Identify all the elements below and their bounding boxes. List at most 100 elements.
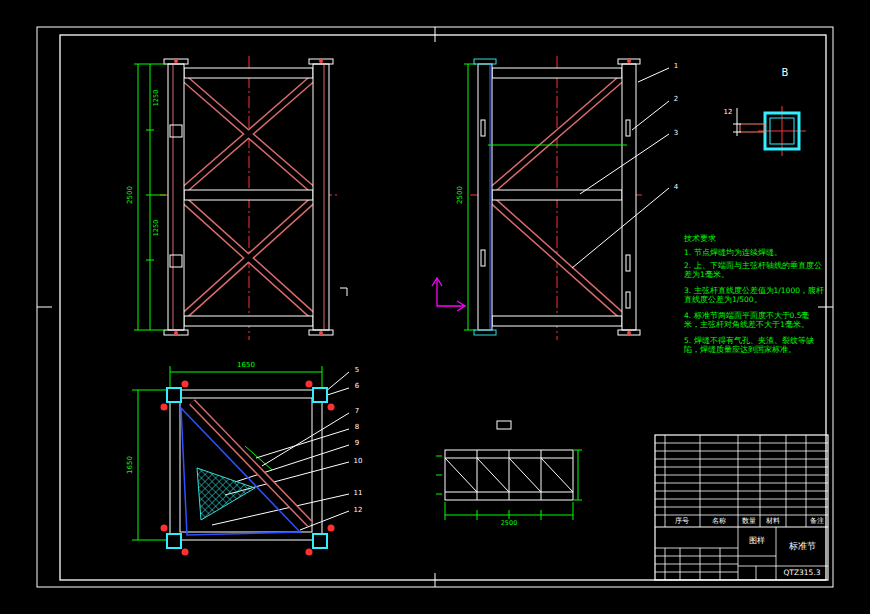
front-view-truss	[184, 316, 313, 326]
axis-icon	[432, 278, 465, 311]
dimension-text: 2500	[456, 185, 465, 205]
drawing-frame	[37, 307, 52, 308]
side-view-truss	[626, 120, 630, 136]
plan-view	[182, 549, 189, 556]
dimension-lines	[436, 494, 442, 495]
title-block	[655, 435, 828, 580]
front-view-truss	[313, 64, 329, 330]
dimension-lines	[436, 475, 442, 476]
dimension-lines	[578, 450, 579, 500]
title-block	[655, 467, 828, 468]
title-block	[738, 566, 776, 567]
dimension-lines	[134, 64, 166, 65]
front-view-truss	[164, 330, 188, 335]
callout-number: 7	[354, 407, 360, 416]
dimension-lines	[170, 372, 322, 373]
title-block	[700, 548, 701, 580]
front-view-truss	[170, 255, 182, 267]
table-cell: 图样	[748, 536, 766, 546]
section-detail	[733, 132, 741, 133]
side-view-truss	[492, 316, 622, 326]
front-view-truss	[164, 59, 188, 64]
front-view-truss	[184, 190, 313, 200]
title-block	[700, 435, 701, 527]
callout-number: 11	[353, 489, 364, 498]
callout-number: 4	[673, 183, 679, 192]
front-view-truss	[168, 64, 184, 330]
side-view-truss	[626, 255, 630, 271]
front-view-truss	[340, 288, 347, 296]
note-text: 4. 标准节两端面平面度不大于0.5毫米，主弦杆对角线差不大于1毫米。	[683, 311, 825, 330]
plan-view	[313, 534, 327, 548]
callout-number: 6	[354, 382, 360, 391]
title-block	[738, 435, 739, 527]
front-view-truss	[324, 64, 325, 330]
plan-view	[328, 404, 335, 411]
drawing-frame	[37, 27, 833, 587]
dimension-lines	[477, 510, 478, 520]
front-view-truss	[170, 125, 182, 137]
front-view-truss	[319, 59, 323, 63]
title-block	[665, 548, 666, 580]
side-view-truss	[470, 56, 645, 340]
title-block	[655, 548, 738, 549]
callout-number: 10	[353, 457, 364, 466]
side-view-truss	[474, 330, 496, 335]
dimension-lines	[436, 456, 442, 457]
drawing-frame	[37, 27, 833, 587]
side-view-truss	[492, 68, 622, 78]
plan-view	[182, 381, 189, 388]
plan-view	[306, 549, 313, 556]
leader-lines	[262, 413, 349, 466]
small-elevation	[445, 421, 573, 500]
title-block	[655, 515, 828, 516]
leader-lines	[580, 134, 669, 194]
small-elevation	[541, 450, 542, 500]
note-text: 3. 主弦杆直线度公差值为1/1000，腹杆直线度公差为1/500。	[683, 286, 825, 305]
plan-view	[161, 381, 335, 556]
dimension-lines	[134, 330, 166, 331]
section-label: B	[781, 67, 790, 80]
drawing-number: QTZ315.3	[782, 568, 821, 577]
title-block	[655, 564, 738, 565]
side-view-truss	[481, 250, 485, 266]
title-block	[655, 459, 828, 460]
leader-lines	[632, 101, 669, 130]
plan-view	[181, 408, 300, 535]
dimension-lines	[574, 500, 582, 501]
note-text: 2. 上、下端面与主弦杆轴线的垂直度公差为1毫米。	[683, 261, 825, 280]
dimension-text: 1650	[236, 361, 256, 370]
dimension-lines	[574, 450, 582, 451]
front-view-truss	[184, 78, 313, 316]
side-view-truss	[492, 190, 622, 200]
dimension-lines	[322, 366, 323, 388]
dimension-text: 12	[723, 108, 734, 117]
dimension-lines	[170, 366, 171, 388]
dimension-text: 2500	[500, 519, 519, 527]
front-view-truss	[184, 78, 313, 316]
title-block	[655, 451, 828, 452]
plan-view	[170, 390, 322, 540]
side-view-truss	[488, 145, 627, 146]
title-block	[720, 548, 721, 580]
plan-view	[167, 534, 181, 548]
front-view-truss	[173, 64, 174, 330]
dimension-lines	[146, 260, 154, 261]
plan-view	[161, 404, 168, 411]
table-cell: 数量	[741, 517, 757, 526]
leader-lines	[256, 429, 349, 458]
side-view-truss	[627, 331, 631, 335]
plan-view	[197, 468, 255, 520]
title-block	[655, 572, 738, 573]
dimension-lines	[445, 502, 446, 520]
axis-icon	[437, 278, 465, 306]
plan-view	[167, 388, 181, 402]
front-view-truss	[174, 331, 178, 335]
dimension-lines	[132, 540, 168, 541]
title-block	[786, 435, 787, 527]
title-text: 标准节	[788, 541, 817, 552]
dimension-text: 1650	[126, 455, 135, 475]
callout-number: 3	[673, 129, 679, 138]
section-detail	[740, 124, 765, 132]
callout-number: 2	[673, 95, 679, 104]
